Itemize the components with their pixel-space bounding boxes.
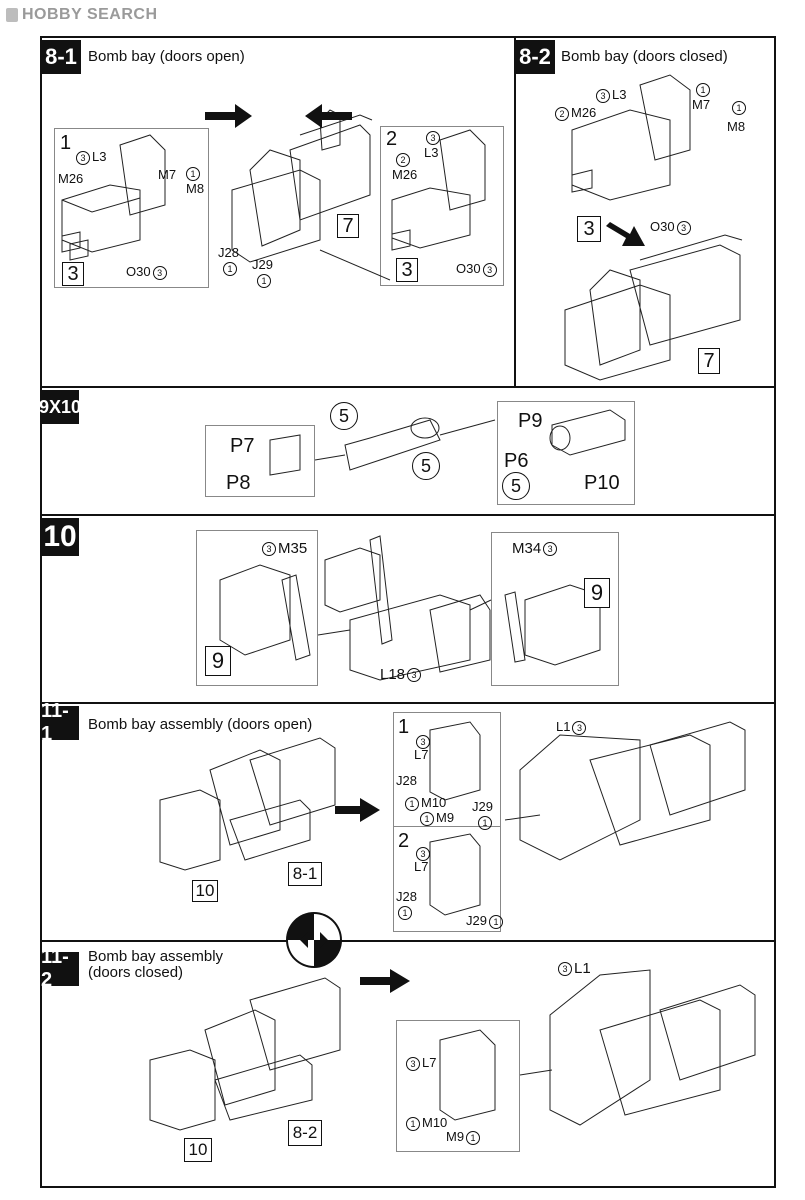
ref-box-9-right: 9 [584,578,610,608]
ref-box-8-1: 8-1 [288,862,322,886]
logo-icon [6,8,18,22]
part-callout-M7-qty: 1 [184,166,202,181]
ref-box-3-82: 3 [577,216,601,242]
part-callout-M8: M8 [186,181,205,196]
panel-8-2 [514,36,776,388]
part-callout-J28: J28 [218,245,239,260]
part-callout-L7-111b: L7 [414,859,429,874]
ref-box-3-b: 3 [396,258,418,282]
part-callout-L7-111a: L7 [414,747,429,762]
part-callout-P10: P10 [584,472,620,494]
ref-box-9-left: 9 [205,646,231,676]
panel-9x10 [40,386,776,516]
part-callout-P8: P8 [226,472,251,494]
step-title-11-1: Bomb bay assembly (doors open) [88,716,313,733]
part-callout-J29-qty-111a: 1 [476,815,494,830]
ref-box-7: 7 [337,214,359,238]
part-callout-M7-82: M7 [692,97,711,112]
sub-number-2-111: 2 [398,830,410,852]
ref-box-3: 3 [62,262,84,286]
step-badge-9x10: 9X10 [39,390,81,424]
part-callout-5-top: 5 [328,402,360,430]
step-badge-8-2: 8-2 [515,40,555,74]
part-callout-L7-qty-111b: 3 [414,846,432,861]
step-title-11-2-line2: (doors closed) [88,964,184,981]
sub-number-1-111: 1 [398,716,410,738]
sub-number-1: 1 [60,132,72,154]
step-badge-10: 10 [41,518,79,556]
site-logo: HOBBY SEARCH [6,4,158,26]
part-callout-M26-qty-b: 2 [394,152,412,167]
ref-box-8-2: 8-2 [288,1120,322,1146]
part-callout-5-mid: 5 [410,452,442,480]
ref-box-7-82: 7 [698,348,720,374]
part-callout-M26-b: M26 [392,167,418,182]
brand-text: HOBBY SEARCH [22,6,158,23]
sub-number-2: 2 [386,128,398,150]
part-callout-L7-qty-111a: 3 [414,734,432,749]
ref-box-10-112: 10 [184,1138,212,1162]
part-callout-M7-qty-82: 1 [694,82,712,97]
part-callout-M7: M7 [158,167,177,182]
step-badge-8-1: 8-1 [41,40,81,74]
part-callout-M8-qty-82: 1 [730,100,748,115]
step-title-11-2: Bomb bay assembly [88,948,224,965]
part-callout-M26: M26 [58,171,84,186]
panel-11-2 [40,940,776,1188]
part-callout-M8-82: M8 [727,119,746,134]
step-title-8-1: Bomb bay (doors open) [88,48,245,65]
part-callout-P7: P7 [230,435,255,457]
subbox-p7p8 [205,425,315,497]
part-callout-J28-qty-111b: 1 [396,905,414,920]
step-badge-11-2: 11-2 [41,946,79,991]
part-callout-P9: P9 [518,410,543,432]
ref-box-10-111: 10 [192,880,218,902]
part-callout-J28-qty: 1 [221,261,239,276]
part-callout-J29: J29 [252,257,273,272]
step-badge-11-1: 11-1 [41,700,79,745]
part-callout-5-box: 5 [500,472,532,500]
part-callout-J28-111b: J28 [396,889,417,904]
part-callout-J28-111a: J28 [396,773,417,788]
part-callout-P6: P6 [504,450,529,472]
part-callout-L3-qty-b: 3 [424,130,442,145]
part-callout-J29-111a: J29 [472,799,493,814]
part-callout-J29-qty: 1 [255,273,273,288]
part-callout-L3-b: L3 [424,145,439,160]
step-title-8-2: Bomb bay (doors closed) [561,48,728,65]
